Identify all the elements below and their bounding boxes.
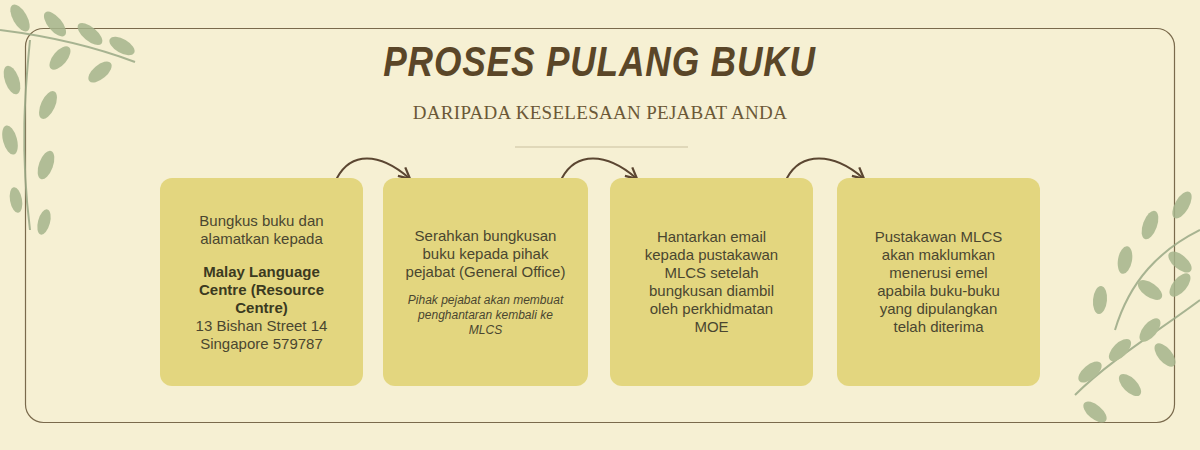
subtitle: DARIPADA KESELESAAN PEJABAT ANDA [413,102,787,124]
leaves-right [1075,189,1200,427]
frame [26,29,1175,423]
leaves-left [0,2,138,237]
box-text: 13 Bishan Street 14 Singapore 579787 [178,317,345,353]
title: PROSES PULANG BUKU [384,38,817,86]
subtitle-row: DARIPADA KESELESAAN PEJABAT ANDA [0,102,1200,124]
curved-arrow [337,159,409,179]
box-text: Pustakawan MLCS akan maklumkan menerusi … [869,228,1008,336]
divider [515,146,688,148]
process-box: Hantarkan email kepada pustakawan MLCS s… [610,178,813,386]
title-row: PROSES PULANG BUKU [0,38,1200,86]
process-box: Serahkan bungkusan buku kepada pihak pej… [383,178,588,386]
process-box: Pustakawan MLCS akan maklumkan menerusi … [837,178,1040,386]
curved-arrow [562,159,636,179]
box-text: Serahkan bungkusan buku kepada pihak pej… [403,227,568,281]
process-box: Bungkus buku dan alamatkan kepadaMalay L… [160,178,363,386]
box-heading: Malay Language Centre (Resource Centre) [178,263,345,317]
box-text: Bungkus buku dan alamatkan kepada [178,212,345,248]
curved-arrow [787,159,863,179]
box-note: Pihak pejabat akan membuat penghantaran … [403,293,568,338]
box-text: Hantarkan email kepada pustakawan MLCS s… [636,228,787,336]
